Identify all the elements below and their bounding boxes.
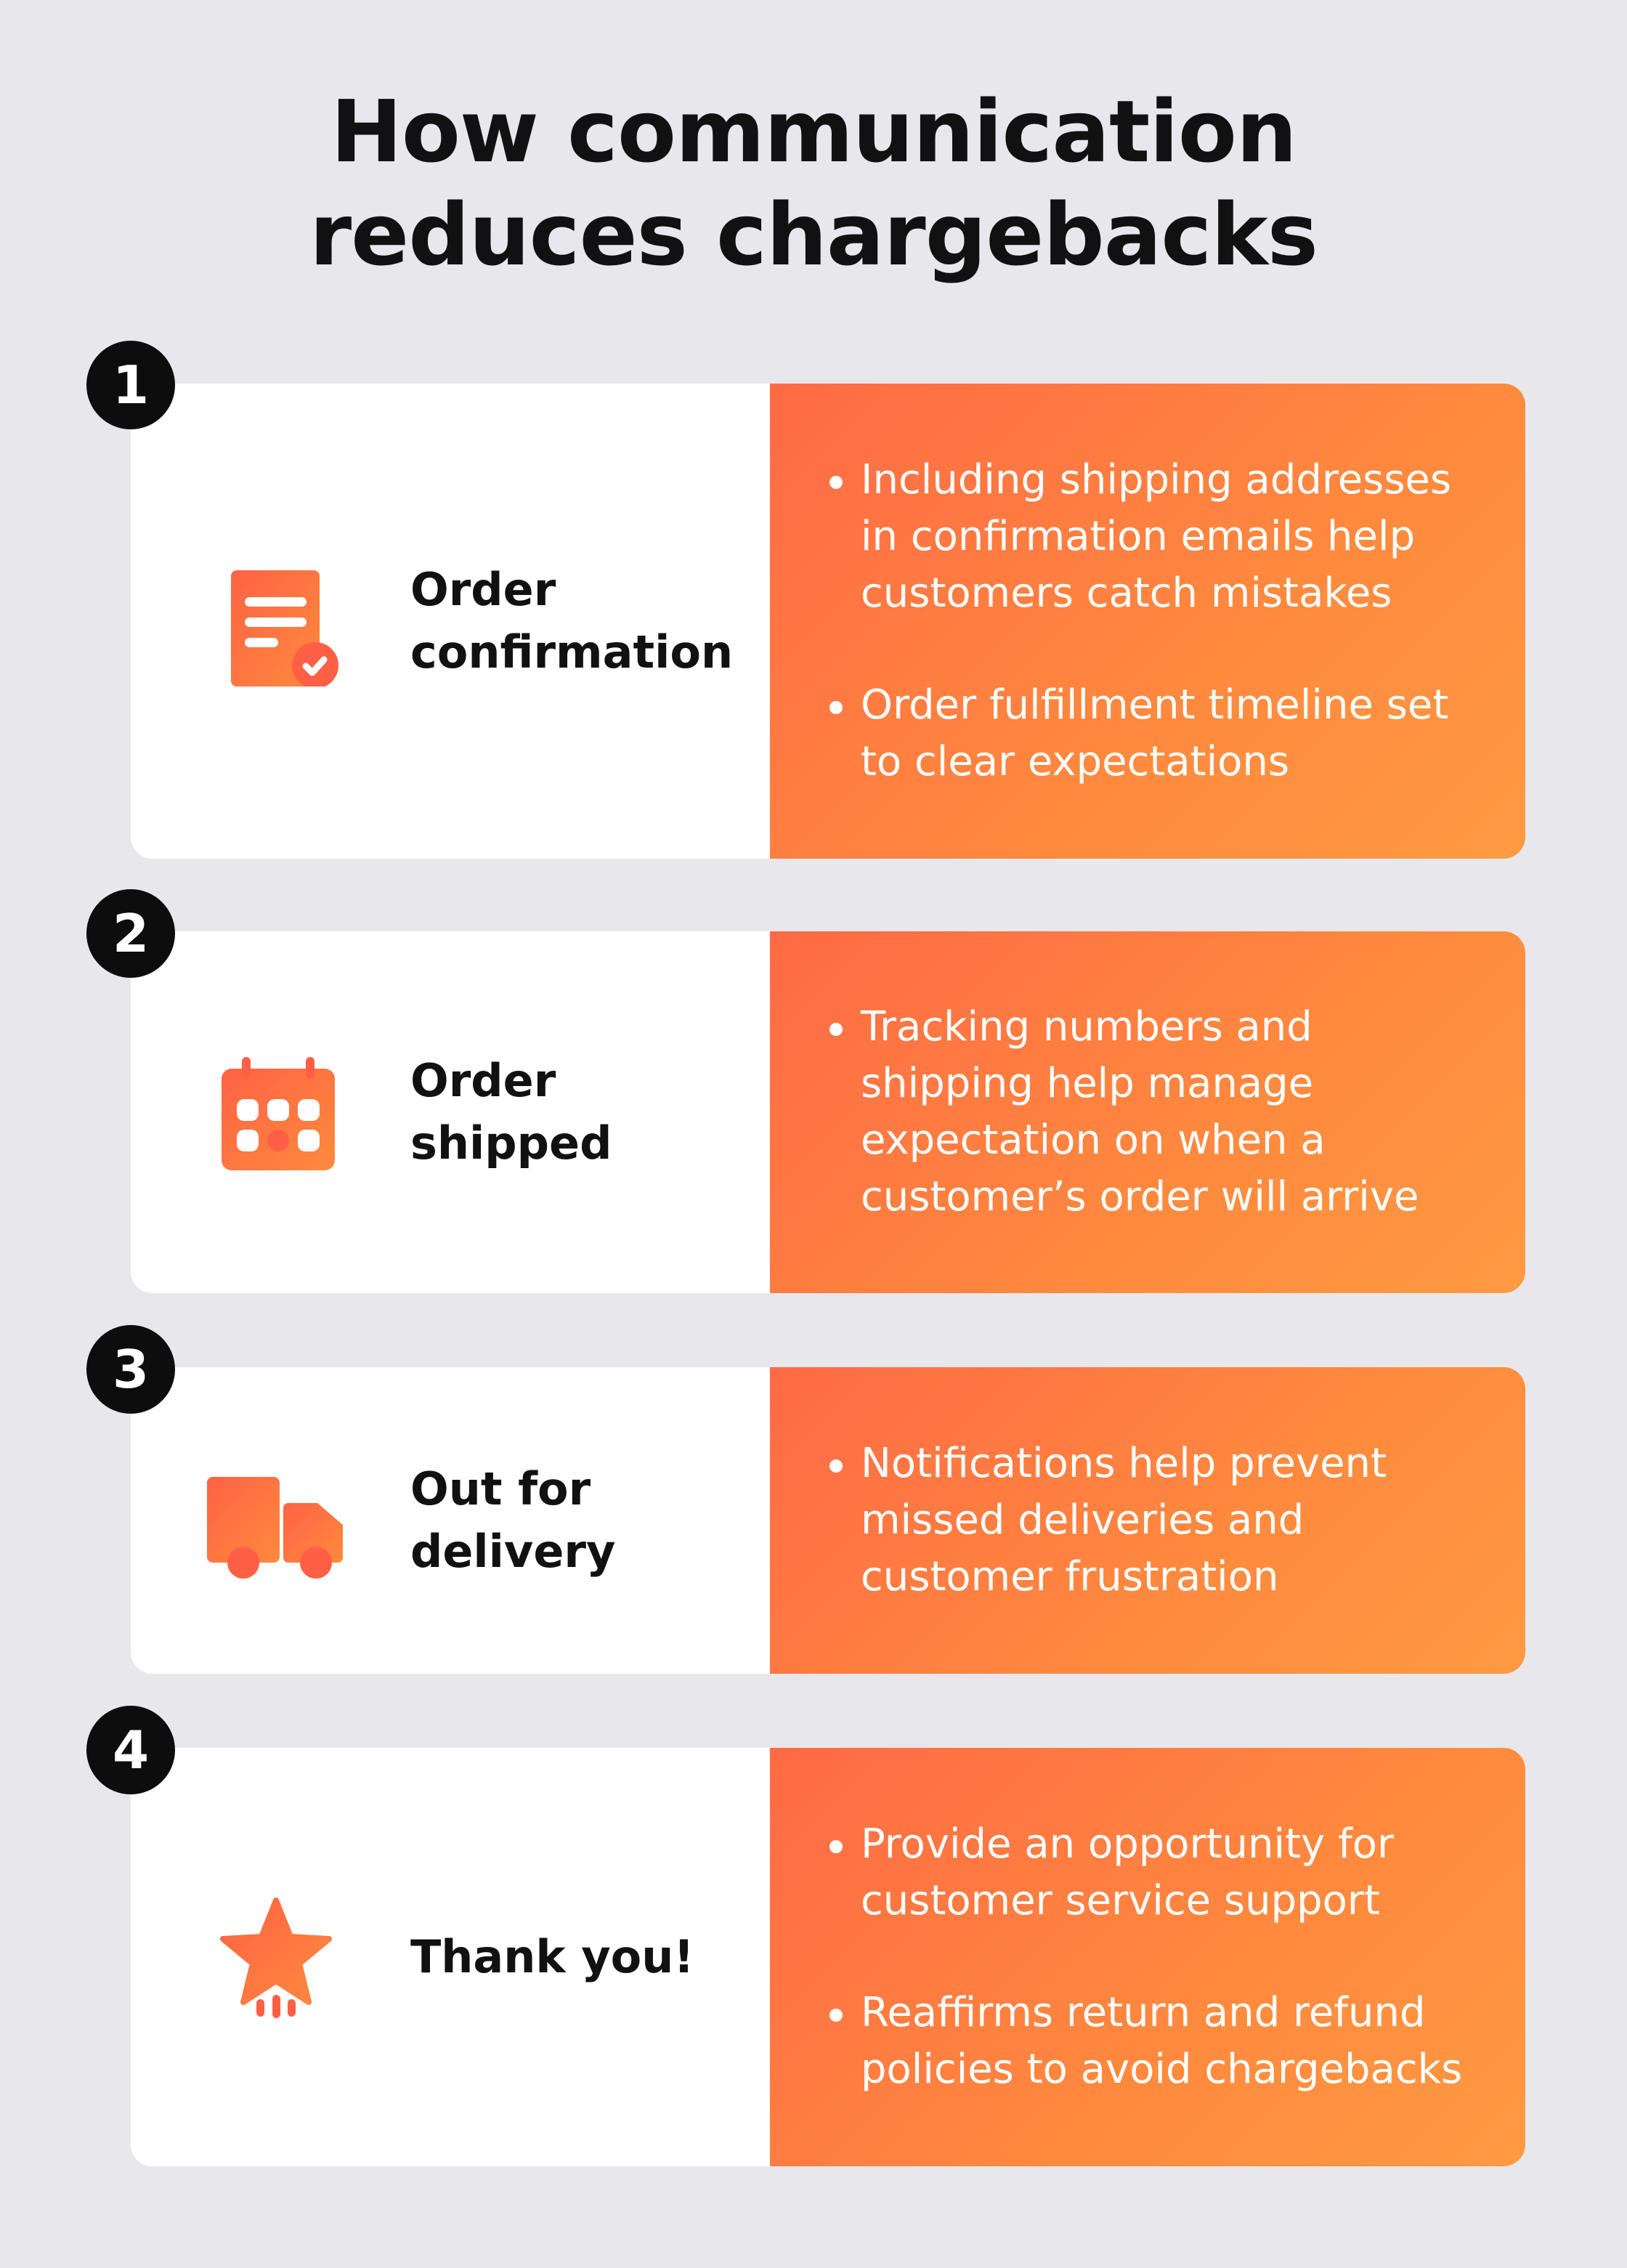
step-label-panel: Thank you! xyxy=(131,1748,770,2166)
step-number-badge: 3 xyxy=(86,1325,175,1414)
bullet-item: Notifications help prevent missed delive… xyxy=(806,1435,1496,1605)
bullet-item: Tracking numbers and shipping help manag… xyxy=(806,999,1496,1226)
step-title: Thank you! xyxy=(410,1930,694,1983)
title-line-1: How communication xyxy=(330,81,1297,182)
bullet-item: Order fulfillment timeline set to clear … xyxy=(806,677,1496,790)
step-number-badge: 4 xyxy=(86,1706,175,1794)
page-title: How communication reduces chargebacks xyxy=(0,80,1627,286)
star-icon xyxy=(220,1898,332,2018)
step-number-badge: 1 xyxy=(86,341,175,429)
step-number-badge: 2 xyxy=(86,889,175,978)
step-details-panel: Notifications help prevent missed delive… xyxy=(770,1367,1525,1674)
truck-icon xyxy=(207,1477,343,1579)
calendar-icon xyxy=(222,1057,335,1170)
bullet-item: Provide an opportunity for customer serv… xyxy=(806,1816,1496,1929)
title-line-2: reduces chargebacks xyxy=(309,185,1318,285)
bullet-item: Including shipping addresses in confirma… xyxy=(806,452,1496,622)
bullet-item: Reaffirms return and refund policies to … xyxy=(806,1985,1496,2098)
step-card-4: Thank you! Provide an opportunity for cu… xyxy=(131,1748,1525,2166)
step-details-panel: Tracking numbers and shipping help manag… xyxy=(770,931,1525,1293)
document-check-icon xyxy=(231,570,338,687)
step-details-panel: Provide an opportunity for customer serv… xyxy=(770,1748,1525,2166)
step-details-panel: Including shipping addresses in confirma… xyxy=(770,384,1525,859)
